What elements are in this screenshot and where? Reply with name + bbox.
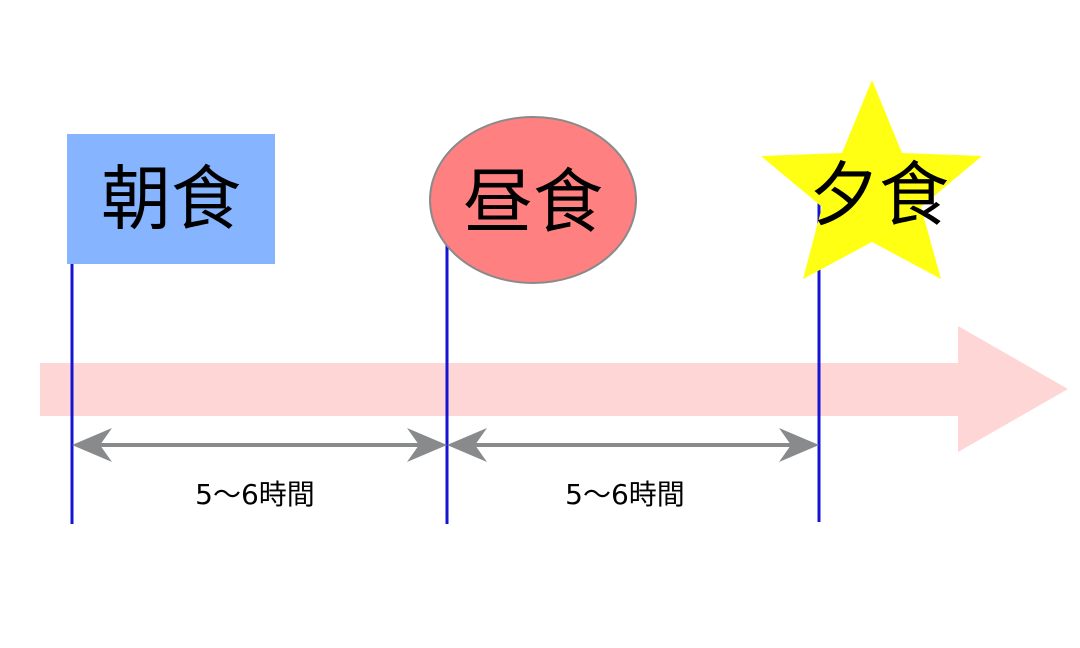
dinner-label: 夕食 — [809, 154, 949, 236]
lunch-label: 昼食 — [463, 161, 603, 243]
interval-arrow-2-left-head — [447, 428, 487, 462]
breakfast-node: 朝食 — [67, 134, 275, 264]
lunch-ellipse — [429, 116, 637, 284]
interval-label-2: 5～6時間 — [565, 478, 685, 511]
interval-arrow-2-right-head — [779, 428, 819, 462]
lunch-node: 昼食 — [429, 116, 637, 284]
interval-arrow-2 — [447, 428, 819, 462]
dinner-node: 夕食 — [761, 80, 982, 279]
dinner-star — [761, 80, 982, 279]
interval-arrow-1-right-head — [407, 428, 447, 462]
breakfast-box — [67, 134, 275, 264]
interval-label-1: 5～6時間 — [195, 478, 315, 511]
interval-arrow-1-left-head — [72, 428, 112, 462]
breakfast-label: 朝食 — [101, 158, 241, 240]
interval-arrow-1 — [72, 428, 447, 462]
timeline-arrow — [40, 326, 1068, 452]
